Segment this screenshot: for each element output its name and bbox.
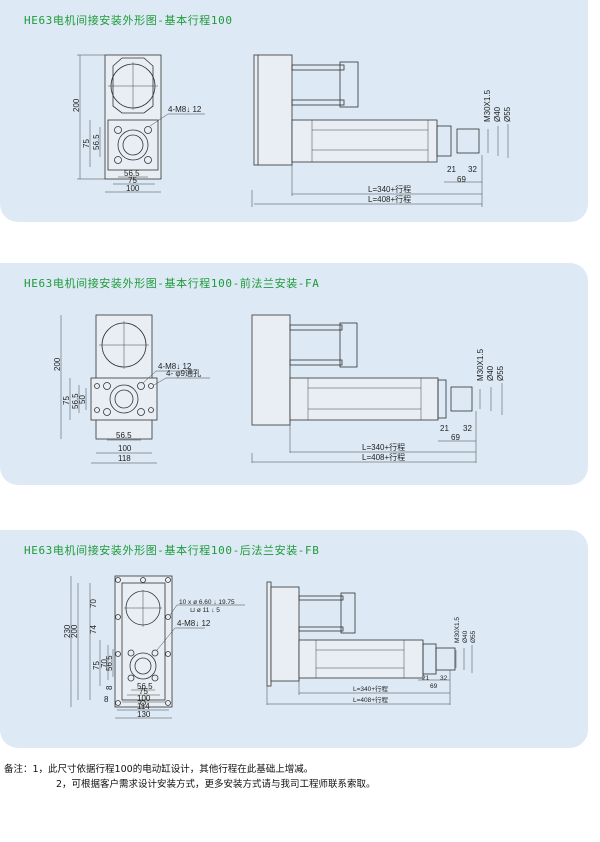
dim-bottom: 75 — [128, 176, 137, 185]
callout-counterbore: 10 x ø 6.60 ↓ 19.75 — [179, 599, 235, 606]
dim-dia: Ø40 — [462, 630, 469, 643]
dim-side: 56.5 — [92, 134, 101, 150]
dim-small: 32 — [440, 675, 448, 682]
dim-small: 32 — [463, 424, 472, 433]
notes-label: 备注： — [4, 764, 33, 775]
dim-small: 8 — [105, 685, 114, 690]
dim-length: L=408+行程 — [368, 194, 411, 204]
dim-small: 32 — [468, 165, 477, 174]
dim-side: 56.5 — [105, 655, 114, 671]
dim-length: L=408+行程 — [362, 452, 405, 462]
side-view — [251, 314, 503, 463]
note-2: 2，可根据客户需求设计安装方式，更多安装方式请与我司工程师联系索取。 — [56, 779, 376, 790]
drawing-fa: 200 75 56.5 50 56.5 100 118 4-M8↓ 12 4- … — [53, 314, 505, 464]
section-title: HE63电机间接安装外形图-基本行程100 — [24, 14, 233, 27]
dim-bottom: 75 — [139, 687, 148, 696]
dim-length: L=340+行程 — [368, 184, 411, 194]
dim-small: 8 — [104, 695, 109, 704]
dim-height: 200 — [53, 357, 62, 371]
callout-thread: 4-M8↓ 12 — [168, 105, 202, 114]
side-view — [266, 581, 473, 705]
dim-side: 70 — [100, 659, 109, 668]
drawing-fb: 230 200 70 74 75 70 56.5 8 8 56.5 75 100… — [63, 575, 477, 719]
dim-dia: Ø55 — [503, 106, 512, 122]
dim-bottom: 56.5 — [137, 682, 153, 691]
dim-bottom: 118 — [118, 454, 131, 463]
dim-small: 21 — [447, 165, 456, 174]
dim-side: 75 — [82, 139, 91, 148]
dim-bottom: 100 — [126, 184, 140, 193]
dim-thread: M30X1.5 — [476, 348, 485, 381]
front-view — [60, 314, 210, 464]
dim-dia: Ø55 — [470, 630, 477, 643]
dim-side: 56.5 — [71, 393, 80, 409]
notes: 备注：1，此尺寸依据行程100的电动缸设计，其他行程在此基础上增减。 2，可根据… — [4, 762, 376, 792]
dim-side: 70 — [89, 599, 98, 608]
front-view — [70, 575, 245, 719]
dim-bottom: 100 — [118, 444, 132, 453]
dim-bottom: 130 — [137, 710, 151, 719]
dim-length: L=408+行程 — [353, 695, 389, 704]
dim-side: 75 — [92, 661, 101, 670]
dim-side: 74 — [89, 625, 98, 634]
dim-length: L=340+行程 — [353, 684, 389, 693]
dim-thread: M30X1.5 — [483, 89, 492, 122]
section-title: HE63电机间接安装外形图-基本行程100-后法兰安装-FB — [24, 544, 320, 557]
dim-small: 21 — [422, 675, 430, 682]
callout-through-hole: 4- φ9通孔 — [166, 368, 201, 378]
callout-counterbore-2: ⊔ ø 11 ↓ 5 — [190, 607, 220, 614]
dim-small: 69 — [451, 433, 460, 442]
dim-bottom: 114 — [137, 702, 150, 711]
dim-length: L=340+行程 — [362, 442, 405, 452]
callout-thread: 4-M8↓ 12 — [177, 619, 211, 628]
dim-thread: M30X1.5 — [454, 617, 461, 643]
dim-bottom: 56.5 — [124, 169, 140, 178]
dim-side: 75 — [62, 396, 71, 405]
dim-dia: Ø40 — [493, 106, 502, 122]
callout-thread: 4-M8↓ 12 — [158, 362, 192, 371]
dim-height: 200 — [70, 624, 79, 638]
section-basic: HE63电机间接安装外形图-基本行程100 — [0, 0, 588, 222]
side-view — [251, 54, 509, 207]
dim-height: 200 — [72, 98, 81, 112]
dim-bottom: 100 — [137, 694, 151, 703]
drawing-basic: 200 75 56.5 56.5 75 100 4-M8↓ 12 M30X1.5… — [72, 54, 512, 207]
dim-bottom: 56.5 — [116, 431, 132, 440]
dim-dia: Ø55 — [496, 365, 505, 381]
dim-side: 50 — [78, 395, 87, 404]
section-title: HE63电机间接安装外形图-基本行程100-前法兰安装-FA — [24, 277, 320, 290]
dim-dia: Ø40 — [486, 365, 495, 381]
dim-small: 21 — [440, 424, 449, 433]
front-view — [77, 54, 205, 193]
dim-height: 230 — [63, 624, 72, 638]
note-1: 备注：1，此尺寸依据行程100的电动缸设计，其他行程在此基础上增减。 — [4, 764, 314, 775]
dim-small: 69 — [430, 683, 438, 690]
dim-small: 69 — [457, 175, 466, 184]
